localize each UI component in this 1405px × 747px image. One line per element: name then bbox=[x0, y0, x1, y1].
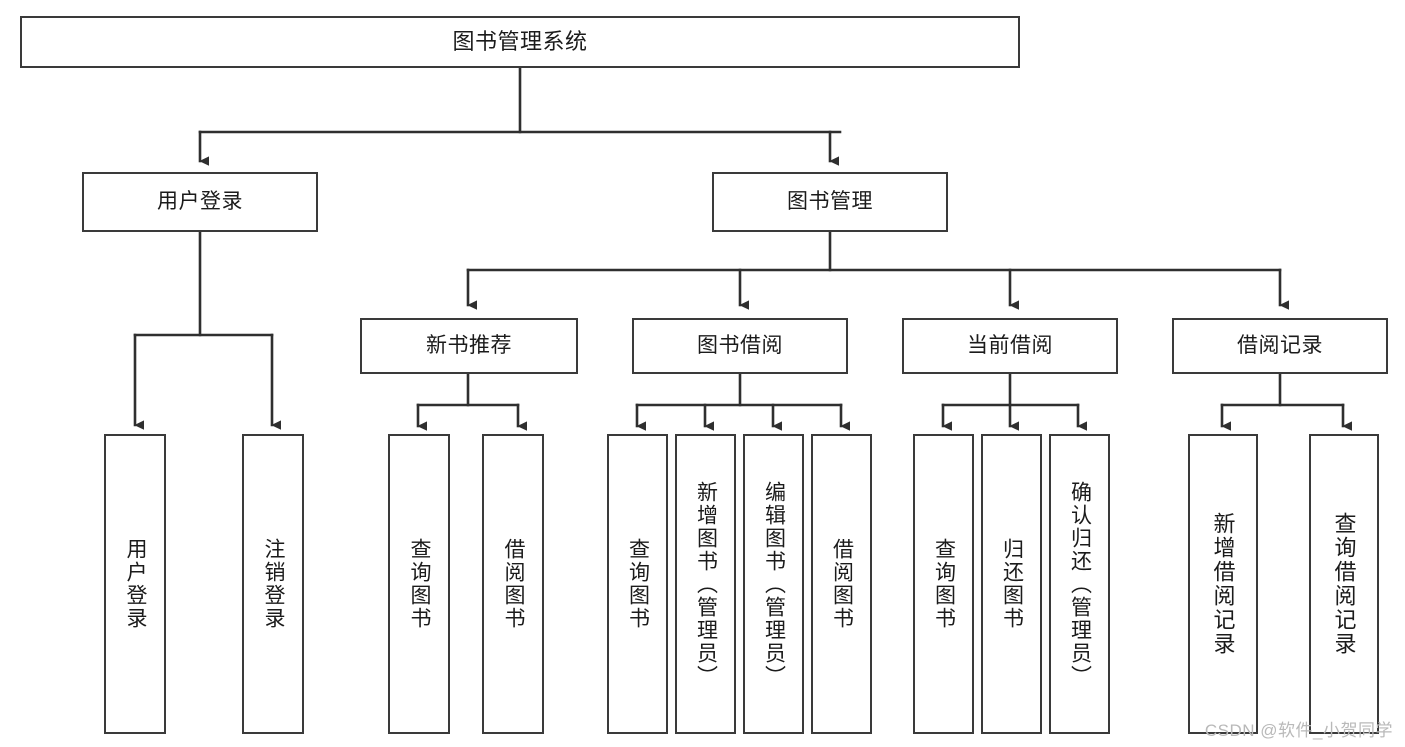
node-label: 用户登录 bbox=[124, 538, 148, 630]
leaf-book-borrow-query-book[interactable]: 查询图书 bbox=[607, 434, 668, 734]
node-new-book-recommend[interactable]: 新书推荐 bbox=[360, 318, 578, 374]
node-label: 编辑图书（管理员） bbox=[762, 480, 786, 688]
watermark-text: CSDN @软件_小贺同学 bbox=[1204, 721, 1393, 740]
node-label: 确认归还（管理员） bbox=[1068, 480, 1092, 688]
node-label: 借阅图书 bbox=[830, 538, 854, 630]
node-root-system[interactable]: 图书管理系统 bbox=[20, 16, 1020, 68]
node-label: 归还图书 bbox=[1000, 538, 1024, 630]
leaf-current-borrow-return-book[interactable]: 归还图书 bbox=[981, 434, 1042, 734]
node-label: 图书借阅 bbox=[697, 334, 783, 358]
leaf-borrow-record-query-record[interactable]: 查询借阅记录 bbox=[1309, 434, 1379, 734]
node-book-borrow[interactable]: 图书借阅 bbox=[632, 318, 848, 374]
leaf-current-borrow-confirm-return-admin[interactable]: 确认归还（管理员） bbox=[1049, 434, 1110, 734]
leaf-book-borrow-edit-book-admin[interactable]: 编辑图书（管理员） bbox=[743, 434, 804, 734]
node-label: 新书推荐 bbox=[426, 334, 512, 358]
node-label: 借阅图书 bbox=[502, 538, 526, 630]
node-label: 用户登录 bbox=[157, 190, 243, 214]
leaf-new-book-borrow-book[interactable]: 借阅图书 bbox=[482, 434, 544, 734]
node-label: 查询图书 bbox=[408, 538, 432, 630]
node-label: 图书管理系统 bbox=[452, 28, 588, 54]
node-user-login[interactable]: 用户登录 bbox=[82, 172, 318, 232]
leaf-new-book-query-book[interactable]: 查询图书 bbox=[388, 434, 450, 734]
node-label: 查询借阅记录 bbox=[1331, 512, 1357, 656]
node-label: 当前借阅 bbox=[967, 334, 1053, 358]
node-borrow-record[interactable]: 借阅记录 bbox=[1172, 318, 1388, 374]
node-current-borrow[interactable]: 当前借阅 bbox=[902, 318, 1118, 374]
leaf-user-login-login[interactable]: 用户登录 bbox=[104, 434, 166, 734]
leaf-borrow-record-add-record[interactable]: 新增借阅记录 bbox=[1188, 434, 1258, 734]
node-label: 查询图书 bbox=[932, 538, 956, 630]
leaf-book-borrow-add-book-admin[interactable]: 新增图书（管理员） bbox=[675, 434, 736, 734]
leaf-user-login-logout[interactable]: 注销登录 bbox=[242, 434, 304, 734]
node-label: 图书管理 bbox=[787, 190, 873, 214]
node-label: 查询图书 bbox=[626, 538, 650, 630]
node-label: 注销登录 bbox=[262, 538, 286, 630]
leaf-book-borrow-borrow-book[interactable]: 借阅图书 bbox=[811, 434, 872, 734]
node-label: 借阅记录 bbox=[1237, 334, 1323, 358]
node-label: 新增图书（管理员） bbox=[694, 480, 718, 688]
node-label: 新增借阅记录 bbox=[1210, 512, 1236, 656]
leaf-current-borrow-query-book[interactable]: 查询图书 bbox=[913, 434, 974, 734]
node-book-management[interactable]: 图书管理 bbox=[712, 172, 948, 232]
